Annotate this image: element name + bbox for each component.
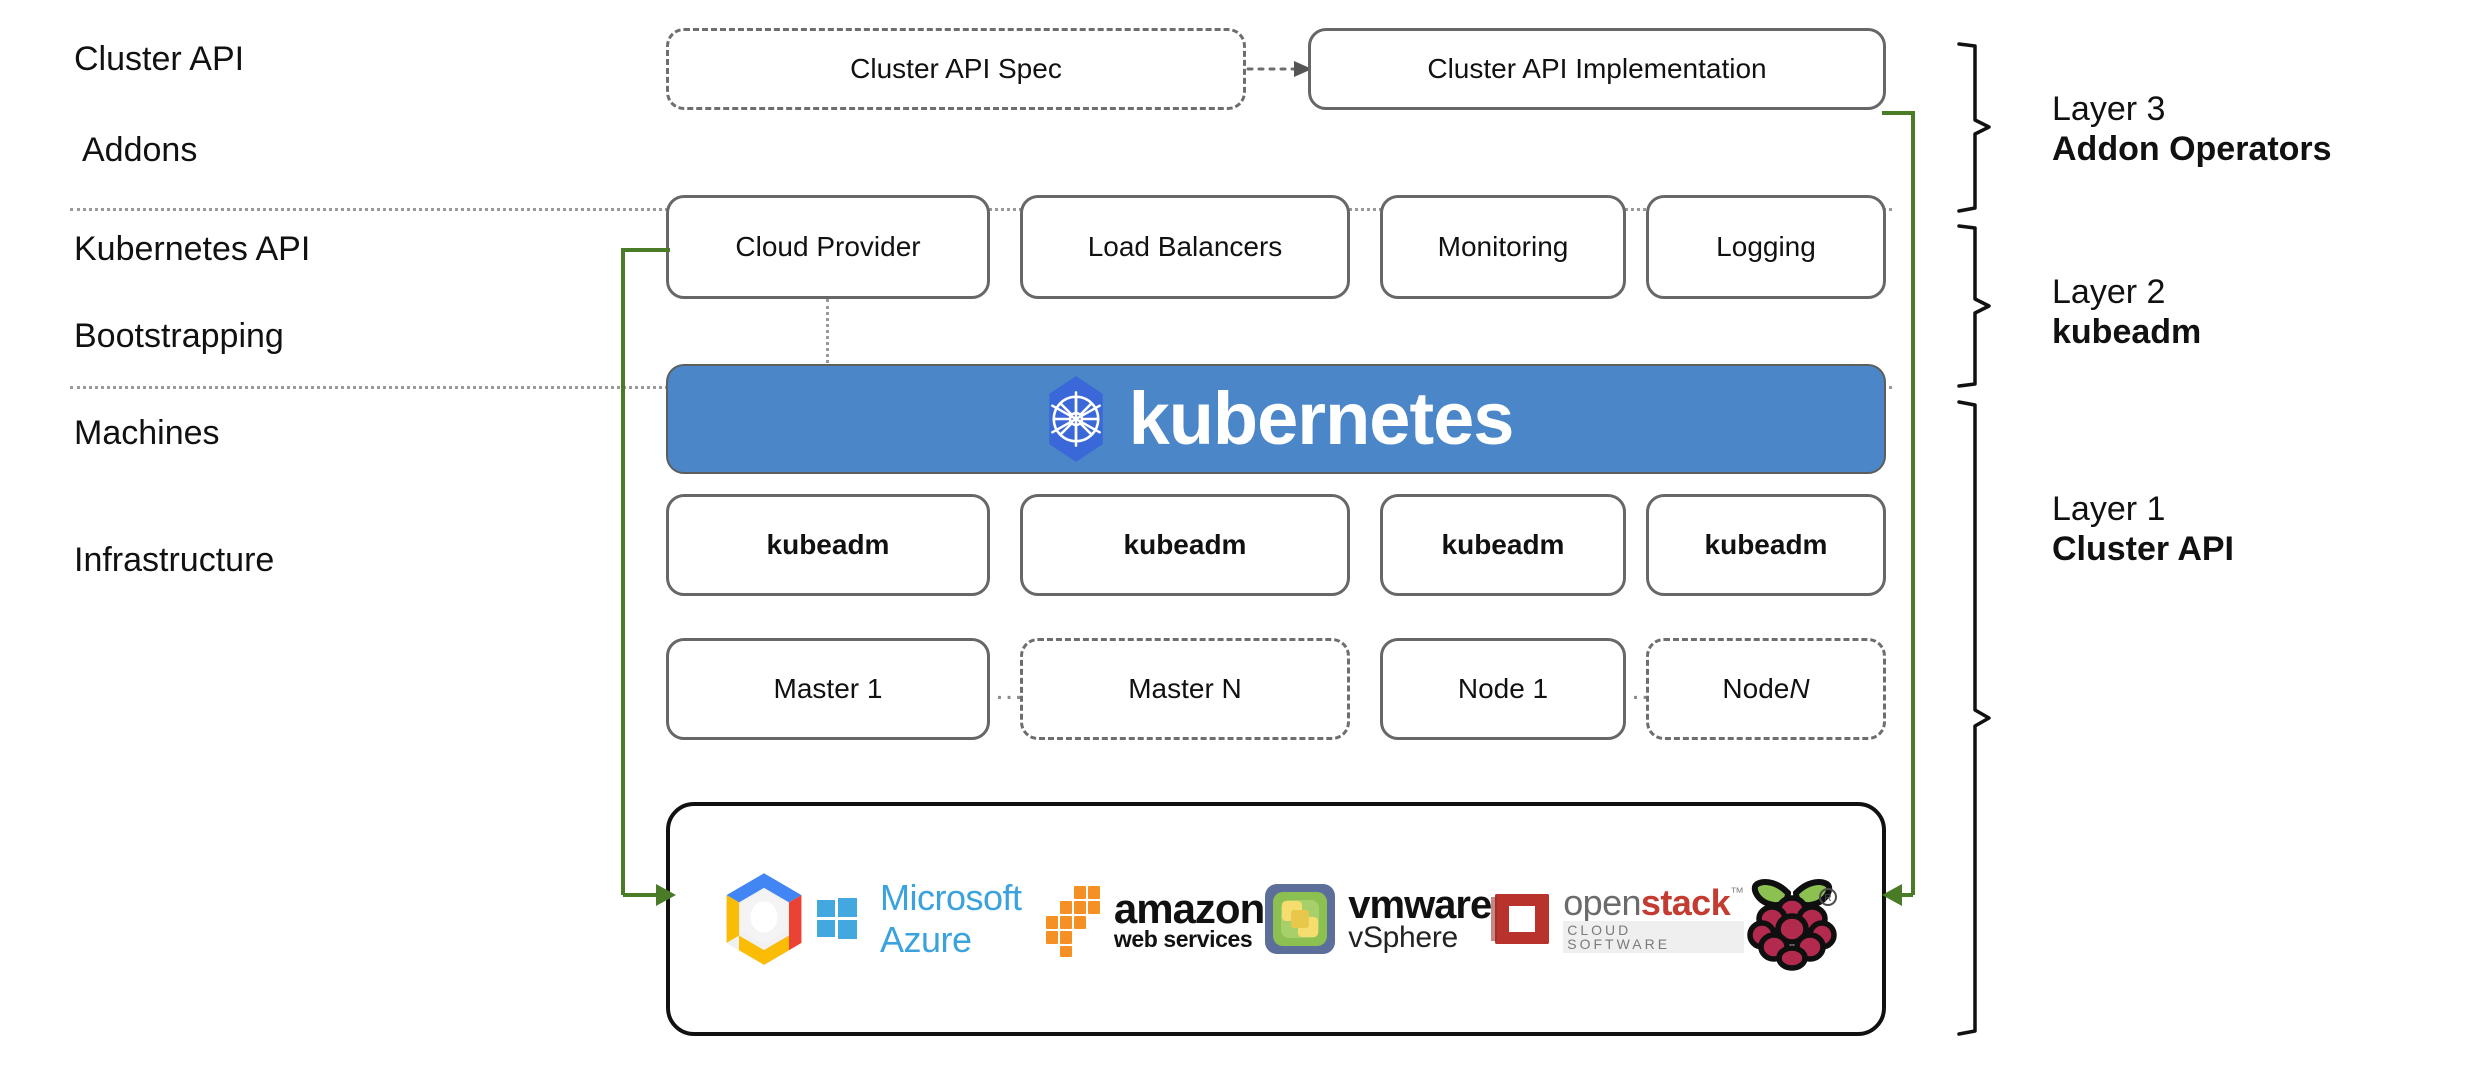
box-kubeadm-4[interactable]: kubeadm <box>1646 494 1886 596</box>
layer-2-line2: kubeadm <box>2052 313 2202 352</box>
box-node-1[interactable]: Node 1 <box>1380 638 1626 740</box>
layer-3-label: Layer 3 Addon Operators <box>2052 89 2332 169</box>
layer-1-line1: Layer 1 <box>2052 490 2166 528</box>
box-label: Master N <box>1128 673 1242 704</box>
layer-1-line2: Cluster API <box>2052 530 2235 569</box>
box-kubeadm-1[interactable]: kubeadm <box>666 494 990 596</box>
box-label: kubeadm <box>1123 529 1247 560</box>
amazon-web-services-logo-icon: amazon web services <box>1038 880 1265 958</box>
box-master-1[interactable]: Master 1 <box>666 638 990 740</box>
box-logging[interactable]: Logging <box>1646 195 1886 299</box>
box-cloud-provider[interactable]: Cloud Provider <box>666 195 990 299</box>
box-label: kubeadm <box>1704 529 1828 560</box>
box-monitoring[interactable]: Monitoring <box>1380 195 1626 299</box>
ellipsis-masters: … <box>994 673 1027 706</box>
vmware-wordmark: vmware <box>1348 882 1492 927</box>
aws-wordmark: amazon <box>1113 885 1265 932</box>
box-label: kubeadm <box>1441 529 1565 560</box>
box-kubeadm-3[interactable]: kubeadm <box>1380 494 1626 596</box>
layer-2-label: Layer 2 kubeadm <box>2052 272 2201 352</box>
box-node-n[interactable]: Node N <box>1646 638 1886 740</box>
box-cluster-api-implementation[interactable]: Cluster API Implementation <box>1308 28 1886 110</box>
brace-layer-3 <box>1957 42 1991 213</box>
layer-2-line1: Layer 2 <box>2052 273 2166 311</box>
svg-text:R: R <box>1824 893 1831 904</box>
box-cluster-api-spec[interactable]: Cluster API Spec <box>666 28 1246 110</box>
row-label-kubernetes-api: Kubernetes API <box>74 230 311 268</box>
box-kubeadm-2[interactable]: kubeadm <box>1020 494 1350 596</box>
box-label: Cluster API Implementation <box>1427 53 1767 84</box>
openstack-trademark: ™ <box>1730 884 1744 900</box>
connector-cloudprovider-kubernetes <box>826 299 829 369</box>
microsoft-azure-logo-icon: Microsoft Azure <box>816 877 1038 961</box>
aws-subtext: web services <box>1113 925 1253 952</box>
kubernetes-banner[interactable]: kubernetes <box>666 364 1886 474</box>
row-label-machines: Machines <box>74 414 220 452</box>
box-label: Monitoring <box>1437 231 1569 262</box>
dotted-arrow-icon <box>1246 61 1312 77</box>
box-label: Node 1 <box>1457 673 1549 704</box>
layer-1-label: Layer 1 Cluster API <box>2052 489 2234 569</box>
box-master-n[interactable]: Master N <box>1020 638 1350 740</box>
kubernetes-logo-icon <box>1048 376 1103 462</box>
vsphere-subtext: vSphere <box>1348 920 1458 954</box>
layer-3-line2: Addon Operators <box>2052 130 2332 169</box>
box-label: Logging <box>1716 231 1816 262</box>
row-label-addons: Addons <box>82 131 198 169</box>
openstack-word-stack: stack <box>1640 882 1731 923</box>
box-label: kubeadm <box>766 529 890 560</box>
row-label-infrastructure: Infrastructure <box>74 541 275 579</box>
openstack-word-open: open <box>1563 882 1641 923</box>
brace-layer-1 <box>1957 400 1991 1036</box>
box-label: Node <box>1722 673 1790 704</box>
box-label-italic: N <box>1789 673 1810 704</box>
kubernetes-wordmark: kubernetes <box>1128 377 1515 460</box>
azure-wordmark: Microsoft Azure <box>880 877 1022 960</box>
infrastructure-panel[interactable]: Microsoft Azure amazon web services <box>666 802 1886 1036</box>
box-label: Cloud Provider <box>735 231 921 262</box>
openstack-subtext: CLOUD SOFTWARE <box>1563 921 1744 953</box>
box-load-balancers[interactable]: Load Balancers <box>1020 195 1350 299</box>
green-connector-left <box>621 248 676 906</box>
brace-layer-2 <box>1957 224 1991 388</box>
openstack-logo-icon: open stack ™ CLOUD SOFTWARE <box>1491 885 1744 953</box>
google-cloud-logo-icon <box>712 867 816 971</box>
box-label: Cluster API Spec <box>850 53 1062 84</box>
box-label: Master 1 <box>773 673 883 704</box>
vmware-vsphere-logo-icon: vmware vSphere <box>1264 882 1492 955</box>
green-connector-right <box>1882 111 1915 906</box>
box-label: Load Balancers <box>1087 231 1283 262</box>
row-label-bootstrapping: Bootstrapping <box>74 317 284 355</box>
row-label-cluster-api: Cluster API <box>74 40 245 78</box>
layer-3-line1: Layer 3 <box>2052 90 2166 128</box>
raspberry-pi-logo-icon: R <box>1744 867 1840 971</box>
